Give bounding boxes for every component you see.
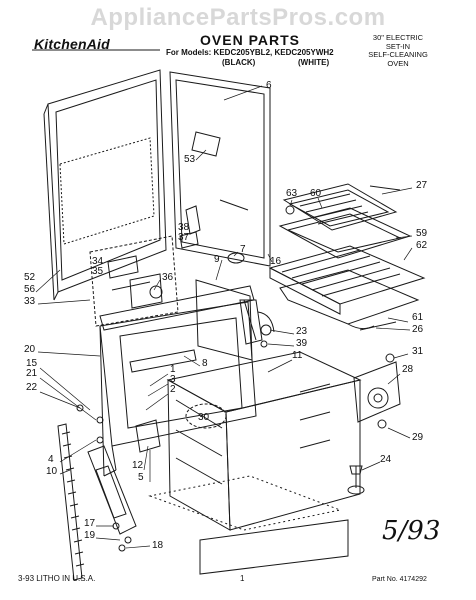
- desc-line: SELF-CLEANING: [368, 50, 428, 59]
- callout-31: 31: [412, 346, 424, 357]
- page-title: OVEN PARTS: [200, 32, 300, 48]
- callout-9: 9: [214, 254, 220, 265]
- oven-rack: [268, 245, 426, 315]
- bake-element: [279, 269, 420, 331]
- leveling-leg: [347, 465, 365, 495]
- callout-27: 27: [416, 180, 428, 191]
- callout-16: 16: [270, 256, 282, 267]
- callout-52: 52: [24, 272, 36, 283]
- broil-element: [282, 183, 401, 231]
- desc-line: SET-IN: [385, 41, 411, 51]
- callout-8: 8: [202, 358, 208, 369]
- callout-62: 62: [416, 240, 428, 251]
- oven-side-panel: [169, 71, 271, 267]
- hinge-assembly: [87, 445, 137, 552]
- callout-63: 63: [286, 188, 298, 199]
- callout-28: 28: [402, 364, 414, 375]
- vent-bracket: [191, 131, 221, 157]
- front-face-frame: [99, 301, 257, 477]
- callout-3: 3: [170, 374, 176, 385]
- model-numbers: For Models: KEDC205YBL2, KEDC205YWH2: [166, 48, 334, 57]
- desc-line: OVEN: [387, 58, 409, 68]
- broil-pan: [278, 207, 412, 259]
- callout-24: 24: [380, 454, 392, 465]
- callout-21: 21: [26, 368, 38, 379]
- callout-61: 61: [412, 312, 424, 323]
- callout-26: 26: [412, 324, 424, 335]
- callout-22: 22: [26, 382, 38, 393]
- callout-60: 60: [310, 188, 322, 199]
- callout-23: 23: [296, 326, 308, 337]
- callout-38: 38: [178, 222, 190, 233]
- callout-10: 10: [46, 466, 58, 477]
- callout-15: 15: [26, 358, 38, 369]
- callout-12: 12: [132, 460, 144, 471]
- front-frame: [99, 279, 275, 361]
- color-black: (BLACK): [222, 58, 256, 67]
- callout-19: 19: [84, 530, 96, 541]
- handwritten-date: 5/93: [382, 516, 441, 546]
- color-white: (WHITE): [298, 58, 330, 67]
- selector-switch-assembly: [353, 353, 401, 429]
- callout-37: 37: [178, 232, 190, 243]
- callout-2: 2: [170, 384, 176, 395]
- page-number: 1: [240, 574, 245, 583]
- callout-34: 34: [92, 256, 104, 267]
- watermark: AppliancePartsPros.com: [90, 4, 386, 31]
- desc-line: 30" ELECTRIC: [372, 33, 424, 42]
- callout-5: 5: [138, 472, 144, 483]
- callout-33: 33: [24, 296, 36, 307]
- callout-29: 29: [412, 432, 424, 443]
- oven-rear-panel: [43, 69, 167, 301]
- oven-liner: [166, 351, 362, 531]
- callout-39: 39: [296, 338, 308, 349]
- side-trim-strip: [57, 423, 85, 581]
- callout-56: 56: [24, 284, 36, 295]
- callout-11: 11: [292, 350, 303, 361]
- bottom-panel: [148, 475, 349, 575]
- callout-17: 17: [84, 518, 96, 529]
- litho-note: 3-93 LITHO IN U.S.A.: [18, 574, 96, 583]
- callout-35: 35: [92, 266, 104, 277]
- callout-53: 53: [184, 154, 196, 165]
- callout-59: 59: [416, 228, 428, 239]
- brand-logo: KitchenAid: [34, 36, 110, 52]
- callout-20: 20: [24, 344, 36, 355]
- callout-1: 1: [170, 364, 176, 375]
- callout-18: 18: [152, 540, 164, 551]
- callout-6: 6: [266, 80, 272, 91]
- callout-36: 36: [162, 272, 174, 283]
- part-number: Part No. 4174292: [372, 576, 427, 583]
- liner-element-outline: [185, 403, 227, 429]
- callout-7: 7: [240, 244, 246, 255]
- callout-4: 4: [48, 454, 54, 465]
- leader-lines: [35, 85, 413, 549]
- oven-description: 30" ELECTRIC SET-IN SELF-CLEANING OVEN: [358, 33, 438, 68]
- callout-30: 30: [198, 412, 210, 423]
